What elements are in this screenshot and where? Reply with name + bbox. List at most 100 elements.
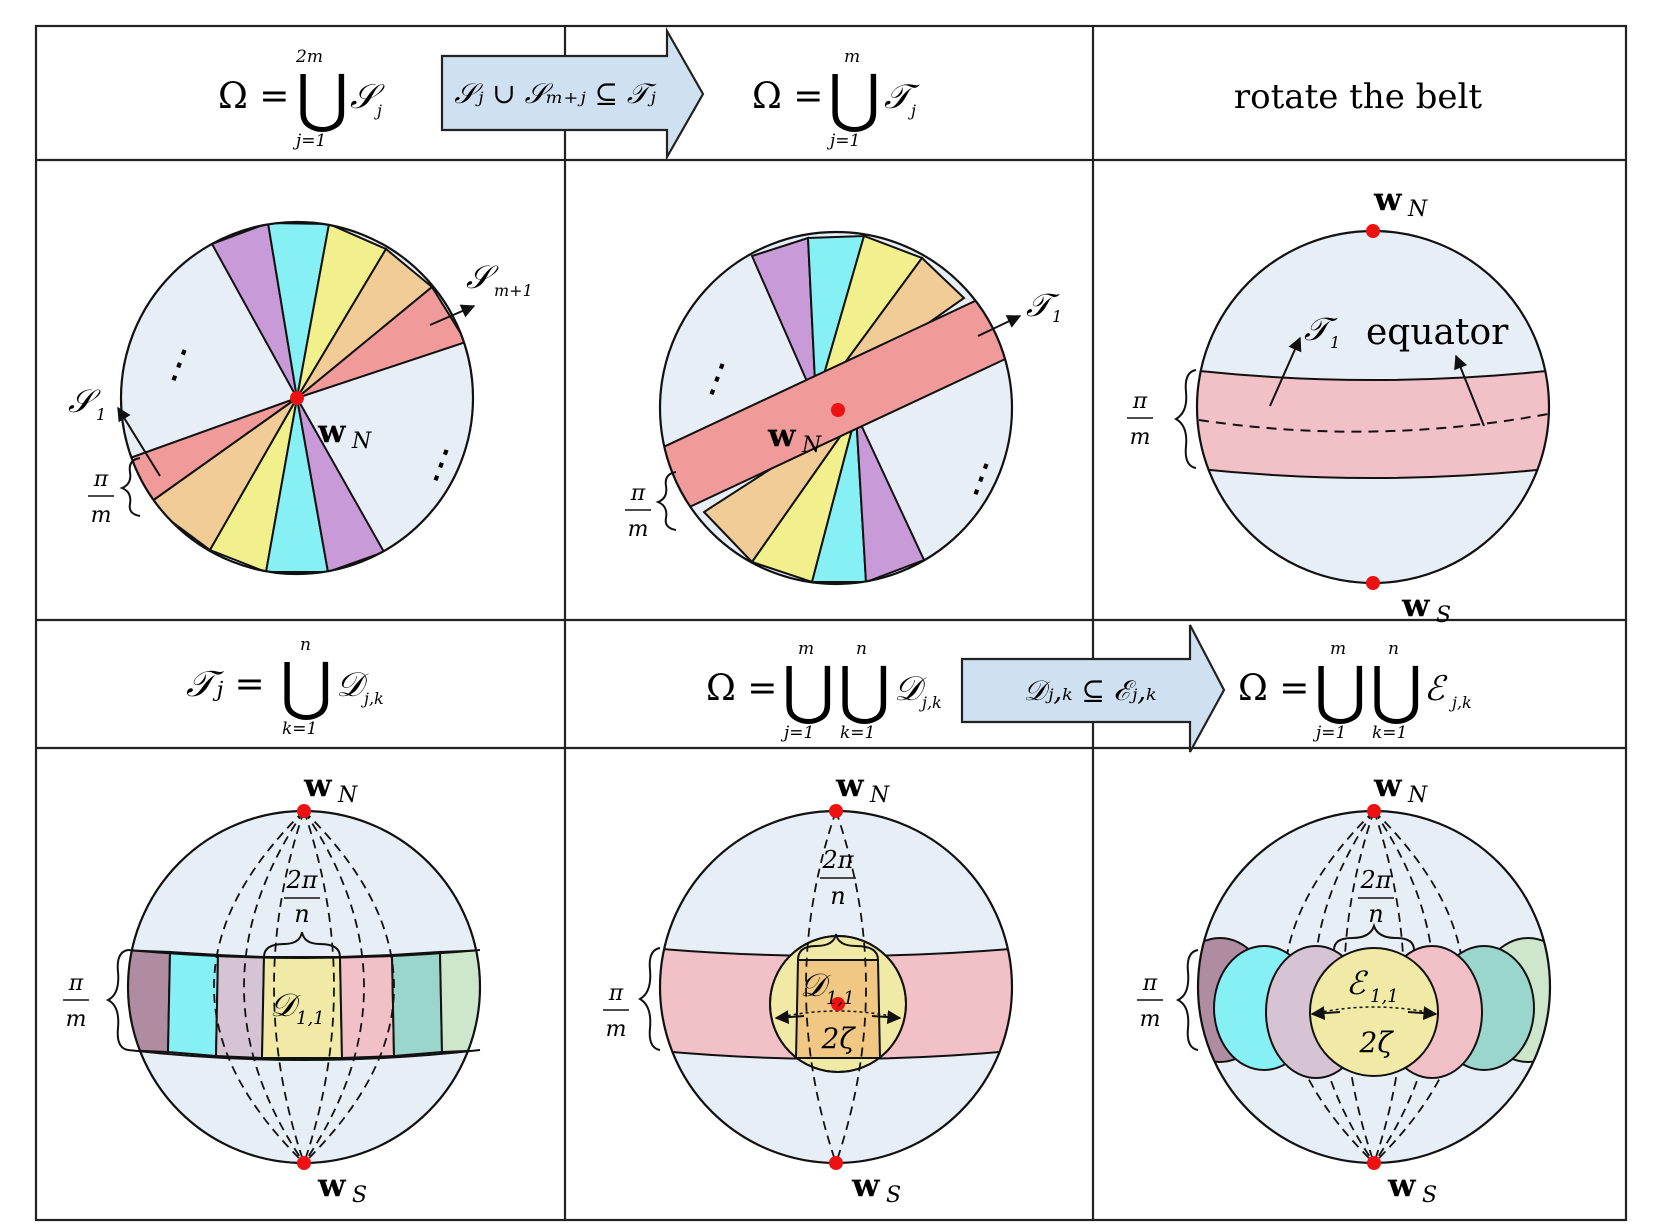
panel-sphere-belt-sectors: ⋮ ⋮ 𝒯 1 w N π m [625,230,1062,586]
svg-text:w: w [1373,766,1403,804]
arrow-label-s-to-t: 𝒮ⱼ ∪ 𝒮ₘ₊ⱼ ⊆ 𝒯ⱼ [454,77,657,110]
svg-text:m: m [606,1017,627,1042]
svg-text:π: π [608,981,624,1006]
svg-text:n: n [300,635,311,655]
svg-text:equator: equator [1366,312,1509,353]
svg-text:w: w [851,1166,881,1204]
pi-over-m-label-c: π m [1127,389,1153,450]
svg-text:𝒯ⱼ =: 𝒯ⱼ = [186,664,265,705]
pi-over-m-label-a: π m [88,467,114,528]
svg-text:ℰ: ℰ [1424,669,1448,709]
pi-over-m-label-b: π m [625,481,651,542]
formula-omega-union-e: Ω = m ⋃ j=1 n ⋃ k=1 ℰ j,k [1238,639,1472,743]
svg-text:N: N [801,433,822,458]
pi-over-m-label-d: π m [63,971,89,1032]
pi-over-m-label-f: π m [1137,971,1163,1032]
svg-text:1: 1 [96,405,106,424]
svg-text:m: m [1140,1007,1161,1032]
svg-text:w: w [317,1166,347,1204]
svg-text:2π: 2π [285,866,318,894]
two-pi-over-n-label-d: 2π n [284,866,320,928]
svg-text:w: w [303,766,333,804]
svg-text:j,k: j,k [1449,693,1472,712]
svg-text:π: π [68,971,84,996]
svg-text:1: 1 [1052,307,1062,326]
svg-text:j,k: j,k [919,693,942,712]
svg-text:⋃: ⋃ [296,62,349,136]
svg-text:Ω =: Ω = [752,76,823,117]
two-pi-over-n-label-e: 2π n [820,846,856,910]
svg-text:⋃: ⋃ [280,650,333,724]
svg-text:w: w [767,416,797,454]
svg-text:2π: 2π [821,846,854,874]
svg-text:j=1: j=1 [780,723,814,743]
rotate-the-belt-label: rotate the belt [1234,77,1482,117]
svg-text:n: n [856,639,867,659]
svg-text:m: m [1130,425,1151,450]
svg-text:w: w [1401,586,1431,624]
svg-text:1: 1 [1330,333,1340,352]
svg-text:k=1: k=1 [1372,723,1407,743]
svg-text:n: n [830,882,845,910]
svg-text:k=1: k=1 [840,723,875,743]
svg-text:w: w [317,412,347,450]
svg-text:⋃: ⋃ [1370,654,1423,728]
grid-frame [34,24,1628,1222]
svg-text:m: m [66,1007,87,1032]
svg-text:2π: 2π [1359,866,1392,894]
svg-text:S: S [1422,1183,1437,1208]
panel-sphere-belt-partition: 2π n 𝒟 1,1 w N w S π m [63,766,482,1208]
svg-text:j: j [374,101,382,120]
svg-text:j=1: j=1 [1312,723,1346,743]
svg-text:N: N [1407,783,1428,808]
transition-arrow-1 [440,26,705,162]
svg-text:N: N [351,429,372,454]
svg-text:w: w [1387,1166,1417,1204]
svg-text:⋃: ⋃ [828,62,881,136]
svg-text:j=1: j=1 [292,131,326,151]
formula-omega-union-t: Ω = m ⋃ j=1 𝒯 j [752,47,920,151]
svg-text:π: π [1142,971,1158,996]
svg-text:Ω =: Ω = [1238,668,1309,709]
svg-text:2ζ: 2ζ [821,1022,857,1055]
svg-text:⋃: ⋃ [1314,654,1367,728]
svg-text:1,1: 1,1 [826,988,855,1009]
svg-text:π: π [630,481,646,506]
svg-text:m: m [844,47,860,67]
svg-text:2m: 2m [295,47,323,67]
svg-text:⋃: ⋃ [782,654,835,728]
svg-text:1,1: 1,1 [1370,986,1399,1007]
svg-text:m: m [628,517,649,542]
svg-text:1,1: 1,1 [296,1008,325,1029]
svg-text:k=1: k=1 [282,719,317,739]
svg-text:m: m [1330,639,1346,659]
svg-text:ℰ: ℰ [1346,964,1369,1002]
panel-sphere-cell-cover: 2π n 𝒟 1,1 2ζ w N w S π m [603,766,1014,1208]
svg-text:π: π [1132,389,1148,414]
svg-text:S: S [886,1183,901,1208]
svg-text:π: π [93,467,109,492]
svg-text:w: w [1373,180,1403,218]
svg-text:m: m [91,503,112,528]
svg-text:m: m [798,639,814,659]
svg-text:n: n [1368,900,1383,928]
svg-text:w: w [835,766,865,804]
svg-text:n: n [1388,639,1399,659]
svg-text:⋃: ⋃ [838,654,891,728]
svg-text:N: N [869,783,890,808]
panel-sphere-cell-ellipses: 2π n ℰ 1,1 2ζ w N w S π m [1137,766,1552,1208]
formula-omega-union-s: Ω = 2m ⋃ j=1 𝒮 j [218,47,385,151]
formula-omega-union-d: Ω = m ⋃ j=1 n ⋃ k=1 𝒟 j,k [706,639,942,743]
svg-text:N: N [337,783,358,808]
svg-text:Ω =: Ω = [218,76,289,117]
formula-t-union-d: 𝒯ⱼ = n ⋃ k=1 𝒟 j,k [186,635,384,739]
panel-sphere-rotated-belt: 𝒯 1 equator w N w S π m [1127,180,1551,628]
svg-text:S: S [352,1183,367,1208]
svg-text:Ω =: Ω = [706,668,777,709]
pi-over-m-label-e: π m [603,981,629,1042]
svg-text:2ζ: 2ζ [1359,1026,1395,1059]
svg-text:N: N [1407,197,1428,222]
two-pi-over-n-label-f: 2π n [1358,866,1394,928]
transition-arrow-2 [960,624,1226,753]
